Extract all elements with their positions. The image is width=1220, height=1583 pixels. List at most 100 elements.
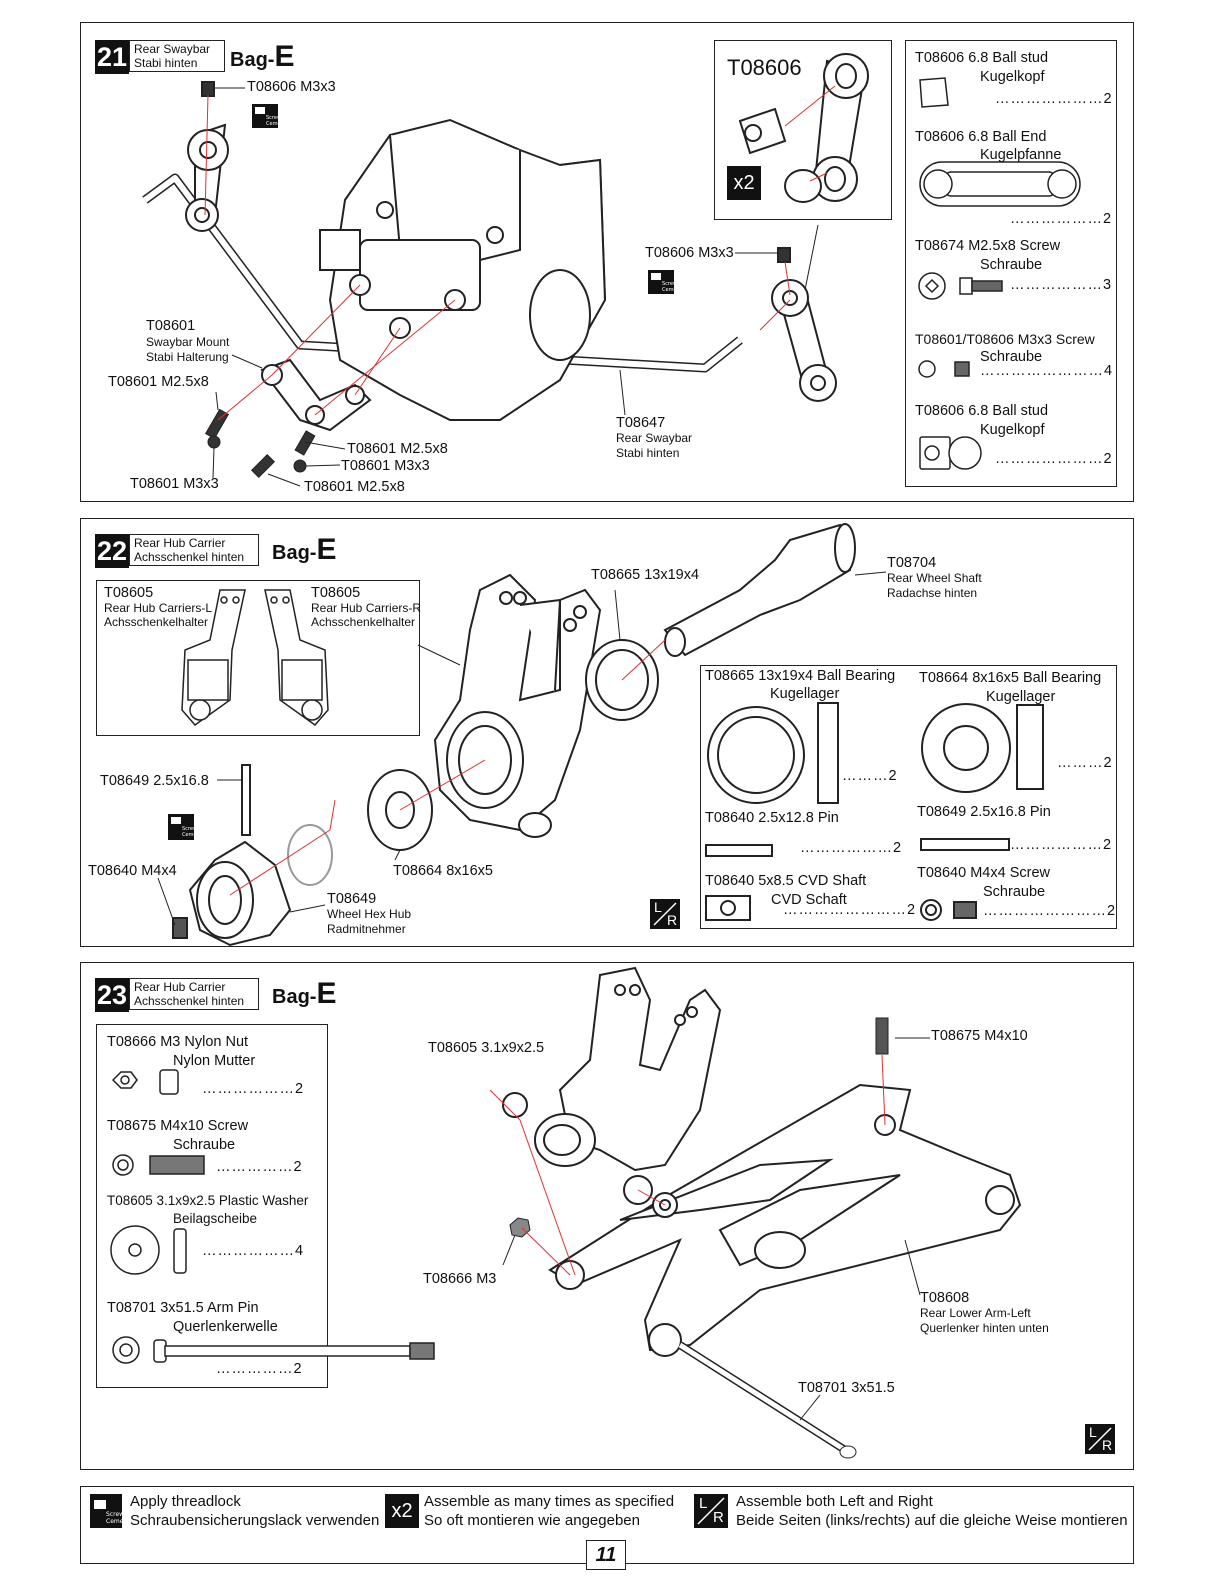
callout-swaybar-de: Stabi hinten <box>616 446 680 460</box>
multiplier-badge: x2 <box>727 166 761 200</box>
part-qty: ………2 <box>842 768 898 784</box>
part-pn: T08664 8x16x5 Ball Bearing <box>919 670 1102 686</box>
inset-de-left: Achsschenkelhalter <box>104 615 209 629</box>
callout-arm-de: Querlenker hinten unten <box>920 1321 1049 1335</box>
callout-screw: T08640 M4x4 <box>88 863 177 879</box>
svg-text:Cement: Cement <box>182 832 194 838</box>
callout-bearing-small: T08664 8x16x5 <box>393 863 493 879</box>
callout-mount-en: Swaybar Mount <box>146 335 230 349</box>
part-qty: ……………2 <box>216 1361 303 1377</box>
part-pn: T08675 M4x10 Screw <box>107 1118 249 1134</box>
part-pn: T08606 6.8 Ball stud <box>915 403 1049 419</box>
legend-lr-de: Beide Seiten (links/rechts) auf die glei… <box>736 1512 1128 1529</box>
callout-screw-5: T08601 M2.5x8 <box>304 479 405 495</box>
multiplier-icon: x2 <box>385 1494 419 1528</box>
bag-label: Bag-E <box>272 533 337 566</box>
part-qty: ………………2 <box>1010 211 1113 227</box>
part-qty: ……………………2 <box>983 903 1117 919</box>
callout-shaft-en: Rear Wheel Shaft <box>887 571 982 585</box>
legend-lr-en: Assemble both Left and Right <box>736 1493 933 1510</box>
legend-threadlock-de: Schraubensicherungslack verwenden <box>130 1512 380 1529</box>
part-pn: T08665 13x19x4 Ball Bearing <box>705 668 896 684</box>
callout-screw-3: T08601 M3x3 <box>341 458 430 474</box>
part-qty: …………………2 <box>995 91 1113 107</box>
threadlock-icon: ScrewCement <box>252 104 286 128</box>
parts-list-21 <box>905 40 1117 487</box>
part-de: CVD Schaft <box>771 892 847 908</box>
part-qty: ………………2 <box>1010 837 1113 853</box>
part-de: Kugelkopf <box>980 69 1045 85</box>
part-pn: T08601/T08606 M3x3 Screw <box>915 331 1095 347</box>
callout-mount-de: Stabi Halterung <box>146 350 229 364</box>
inset-en-left: Rear Hub Carriers-L <box>104 601 213 615</box>
part-de: Beilagscheibe <box>173 1211 258 1226</box>
legend-mult-de: So oft montieren wie angegeben <box>424 1512 640 1529</box>
inset-pn-left: T08605 <box>104 585 154 601</box>
legend-mult-en: Assemble as many times as specified <box>424 1493 675 1510</box>
part-qty: ………………3 <box>1010 277 1113 293</box>
parts-list-23 <box>96 1024 328 1388</box>
threadlock-icon: ScrewCement <box>90 1494 130 1528</box>
part-pn: T08640 5x8.5 CVD Shaft <box>705 873 867 889</box>
svg-text:Screw: Screw <box>662 281 674 287</box>
callout-bearing-big: T08665 13x19x4 <box>591 567 700 583</box>
step-title: Rear Swaybar Stabi hinten <box>129 40 225 72</box>
part-de: Schraube <box>980 349 1043 365</box>
callout-hex-pn: T08649 <box>327 891 377 907</box>
part-pn: T08674 M2.5x8 Screw <box>915 238 1061 254</box>
part-qty: ……………………4 <box>980 363 1114 379</box>
part-de: Kugelpfanne <box>980 147 1062 163</box>
svg-text:Screw: Screw <box>266 115 278 121</box>
inset-pn-right: T08605 <box>311 585 361 601</box>
svg-text:Screw: Screw <box>182 826 194 832</box>
svg-text:Cement: Cement <box>266 121 278 127</box>
callout-pin: T08701 3x51.5 <box>798 1380 895 1396</box>
threadlock-icon: ScrewCement <box>168 814 202 840</box>
callout-arm-pn: T08608 <box>920 1290 970 1306</box>
part-de: Nylon Mutter <box>173 1053 256 1069</box>
callout-screw-1: T08601 M2.5x8 <box>108 374 209 390</box>
part-qty: ………………2 <box>800 840 903 856</box>
callout-screw-2: T08601 M2.5x8 <box>347 441 448 457</box>
step-title: Rear Hub Carrier Achsschenkel hinten <box>129 978 259 1010</box>
part-pn: T08640 M4x4 Screw <box>917 865 1050 881</box>
callout-hex-en: Wheel Hex Hub <box>327 907 412 921</box>
callout-screw-top: T08606 M3x3 <box>247 79 336 95</box>
inset-en-right: Rear Hub Carriers-R <box>311 601 422 615</box>
callout-washer: T08605 3.1x9x2.5 <box>428 1040 545 1056</box>
callout-swaybar-pn: T08647 <box>616 415 666 431</box>
part-qty: ……………2 <box>216 1159 303 1175</box>
part-de: Schraube <box>980 257 1043 273</box>
bag-label: Bag-E <box>272 977 337 1010</box>
callout-swaybar-en: Rear Swaybar <box>616 431 693 445</box>
part-de: Kugellager <box>770 686 840 702</box>
part-pn: T08606 6.8 Ball End <box>915 129 1047 145</box>
svg-text:Cement: Cement <box>106 1518 122 1525</box>
callout-screw: T08675 M4x10 <box>931 1028 1028 1044</box>
hub-carrier-inset <box>96 580 420 736</box>
callout-nut: T08666 M3 <box>423 1271 497 1287</box>
callout-shaft-de: Radachse hinten <box>887 586 978 600</box>
part-pn: T08606 6.8 Ball stud <box>915 50 1049 66</box>
part-de: Kugellager <box>986 689 1056 705</box>
part-de: Querlenkerwelle <box>173 1319 278 1335</box>
callout-screw-right: T08606 M3x3 <box>645 245 734 261</box>
callout-hex-de: Radmitnehmer <box>327 922 406 936</box>
callout-pin: T08649 2.5x16.8 <box>100 773 209 789</box>
part-pn: T08605 3.1x9x2.5 Plastic Washer <box>107 1193 309 1208</box>
step-number: 22 <box>95 534 129 568</box>
bag-label: Bag-E <box>230 40 295 73</box>
svg-text:Cement: Cement <box>662 287 674 293</box>
part-pn: T08701 3x51.5 Arm Pin <box>107 1300 259 1316</box>
part-qty: ……………………2 <box>783 902 917 918</box>
callout-screw-4: T08601 M3x3 <box>130 476 219 492</box>
callout-mount-pn: T08601 <box>146 318 196 334</box>
ball-end-drawing <box>738 53 869 203</box>
